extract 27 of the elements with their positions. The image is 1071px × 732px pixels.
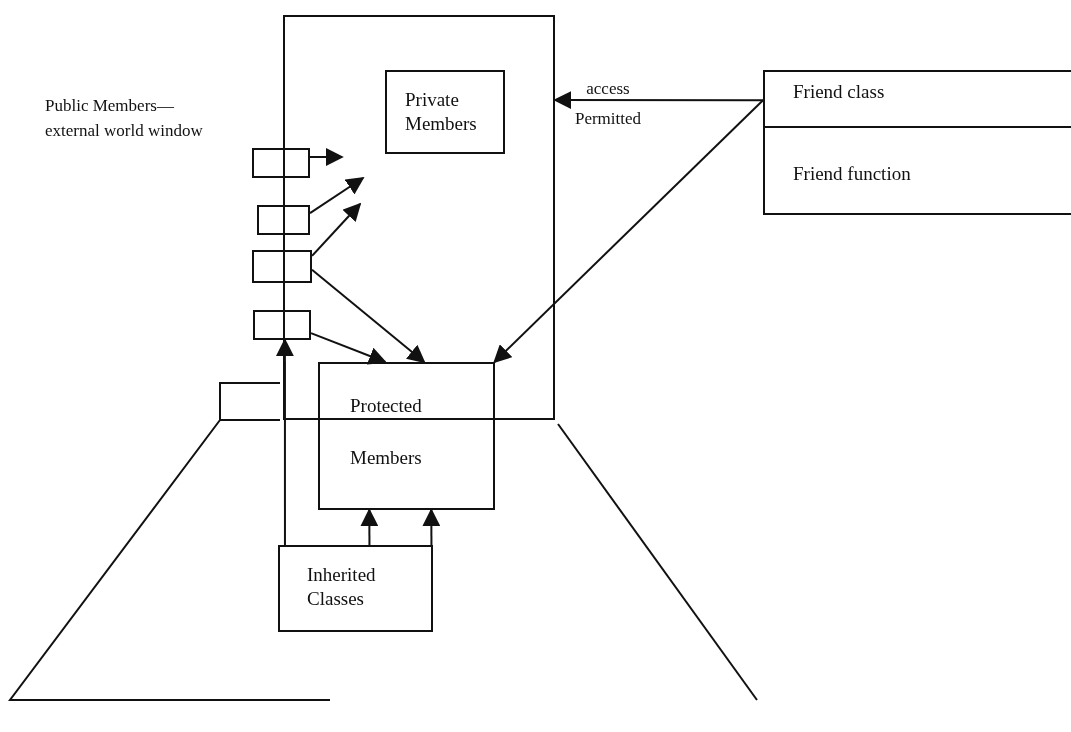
edge-label: access Permitted (573, 78, 643, 130)
arrow (311, 202, 362, 257)
node-label: Friend function (793, 162, 912, 186)
node-label: Friend class (793, 80, 886, 104)
protected-box (318, 362, 495, 510)
arrow (493, 99, 764, 364)
arrow (422, 508, 441, 546)
class-outline (283, 15, 555, 420)
private-box (385, 70, 505, 154)
arrow (275, 338, 294, 546)
arrow (310, 332, 387, 365)
node-label: Inherited Classes (307, 563, 377, 611)
arrow (309, 148, 344, 166)
node-label: Protected Members (350, 394, 423, 470)
public-member-box (252, 148, 310, 178)
caption-text: Public Members— external world window (45, 95, 204, 142)
friend-class-box (763, 70, 1071, 128)
friend-function-box (763, 126, 1071, 215)
node-label: Private Members (405, 88, 478, 136)
arrow (309, 177, 365, 215)
arrow (311, 268, 426, 364)
arrow (553, 91, 764, 110)
arrow (360, 508, 379, 546)
public-member-box (253, 310, 311, 340)
inherited-box (278, 545, 433, 632)
public-member-box (252, 250, 312, 283)
public-member-box (257, 205, 310, 235)
